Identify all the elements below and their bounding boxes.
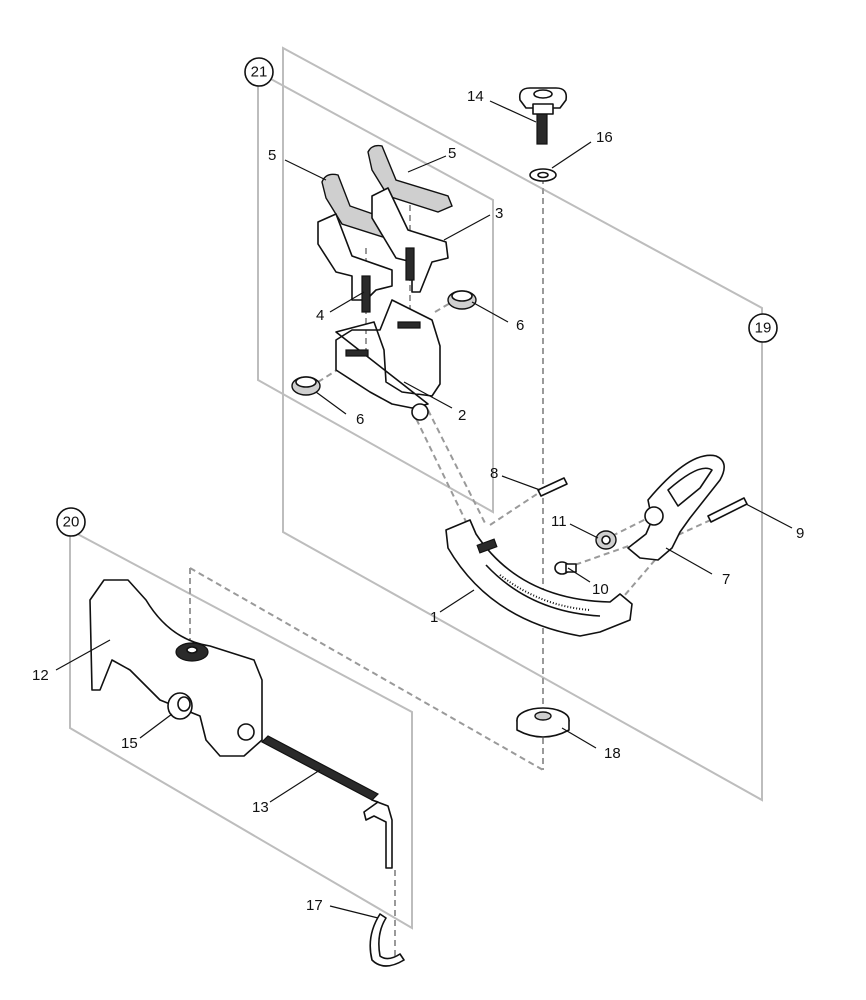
assembly-21-number: 21 (251, 64, 268, 81)
threaded-rod-part-13 (261, 735, 393, 869)
assembly-label-21: 21 (244, 57, 274, 87)
label-part-6: 6 (356, 411, 364, 428)
label-part-17: 18 (604, 745, 621, 762)
label-part-16: 14 (467, 88, 484, 105)
label-part-5: 5 (268, 147, 276, 164)
label-part-8: 8 (490, 465, 498, 482)
label-part-1: 1 (430, 609, 438, 626)
rivet-part-10 (554, 561, 577, 575)
assembly-19-outline (282, 46, 763, 802)
clamp-nut-part-17 (516, 707, 570, 738)
label-part-14: 15 (121, 735, 138, 752)
washer-part-11 (595, 530, 617, 550)
washer-part-18 (529, 168, 557, 182)
dashed-assembly-lines (189, 178, 716, 960)
label-part-9: 9 (796, 525, 804, 542)
assembly-label-20: 20 (56, 507, 86, 537)
swivel-clip-part-7 (627, 454, 725, 561)
clamp-body-part-2 (335, 299, 441, 421)
curved-arm-part-1 (445, 519, 633, 637)
label-part-2: 2 (458, 407, 466, 424)
base-clamp-part-12 (89, 579, 263, 757)
knob-part-14 (167, 692, 193, 720)
wing-screw-part-16 (518, 87, 568, 145)
label-part-11: 11 (551, 513, 567, 530)
assembly-label-19: 19 (748, 313, 778, 343)
label-part-18: 16 (596, 129, 613, 146)
label-part-5: 5 (448, 145, 456, 162)
label-part-10: 10 (592, 581, 609, 598)
clip-part-15 (369, 913, 405, 967)
leader-lines (55, 100, 793, 919)
label-part-15: 17 (306, 897, 323, 914)
label-part-4: 4 (316, 307, 324, 324)
knurled-nut-part-6-lower (291, 376, 321, 396)
assembly-19-number: 19 (755, 320, 772, 337)
assembly-21-outline (257, 70, 494, 514)
label-part-13: 13 (252, 799, 269, 816)
label-part-6: 6 (516, 317, 524, 334)
pin-part-8 (537, 477, 568, 497)
pin-part-9 (707, 497, 748, 523)
assembly-20-number: 20 (63, 514, 80, 531)
part-labels: 14 16 5 5 3 4 6 2 6 8 9 11 10 7 1 12 15 … (32, 88, 804, 914)
threaded-rod-part-4 (361, 247, 415, 313)
jaw-part-3 (317, 187, 449, 301)
label-part-12: 12 (32, 667, 49, 684)
label-part-7: 7 (722, 571, 730, 588)
knurled-nut-part-6-upper (447, 290, 477, 310)
label-part-3: 3 (495, 205, 503, 222)
